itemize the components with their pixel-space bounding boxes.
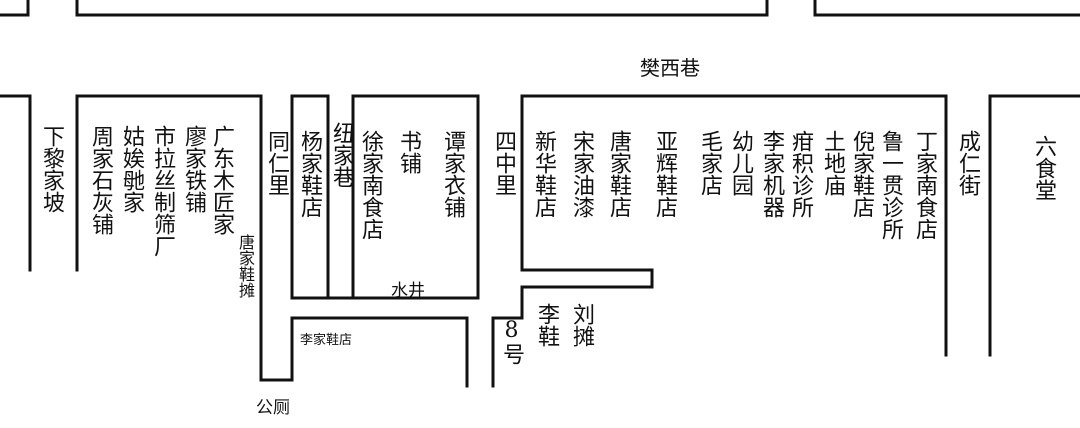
place-tanjia-clothing: 谭家衣铺 xyxy=(440,130,465,218)
place-yahui-shoe-store: 亚辉鞋店 xyxy=(652,130,677,218)
block-east-outline xyxy=(520,94,948,357)
street-label-fanxi-lane: 樊西巷 xyxy=(640,56,700,80)
place-xinhua-shoe-store: 新华鞋店 xyxy=(531,130,556,218)
place-lijia-machinery: 李家机器 xyxy=(759,130,784,218)
place-gudi-zijia: 姑娭毑家 xyxy=(119,125,144,213)
block-east-lower xyxy=(491,94,654,388)
place-tangjia-shoe-store: 唐家鞋店 xyxy=(606,130,631,218)
place-zhoujia-lime-shop: 周家石灰铺 xyxy=(88,125,113,235)
street-label-sizhong-li: 四中里 xyxy=(491,130,516,196)
place-sixth-canteen: 六食堂 xyxy=(1031,135,1056,201)
place-jiji-clinic: 疳积诊所 xyxy=(788,130,813,218)
block-top-right-edge xyxy=(813,0,1080,17)
place-guangdong-carpenter: 广东木匠家 xyxy=(209,125,234,235)
block-top-left-edge xyxy=(0,0,30,17)
place-li-shoe: 李鞋 xyxy=(534,303,559,347)
place-dingjia-southern-food: 丁家南食店 xyxy=(912,130,937,240)
block-left-edge xyxy=(0,94,32,272)
place-maojia-store: 毛家店 xyxy=(697,130,722,196)
place-liu-stall: 刘摊 xyxy=(569,303,594,347)
street-label-tongren-li: 同仁里 xyxy=(264,130,289,196)
place-no8: 8号 xyxy=(499,318,524,365)
street-label-chengren-street: 成仁街 xyxy=(955,130,980,196)
place-xujia-southern-food: 徐家南食店 xyxy=(358,130,383,240)
place-nijia-shoe-store: 倪家鞋店 xyxy=(849,130,874,218)
place-bookshop: 书铺 xyxy=(396,130,421,174)
place-yangjia-shoe-store: 杨家鞋店 xyxy=(297,130,322,218)
place-city-silk-sieve-factory: 市拉丝制筛厂 xyxy=(150,125,175,257)
street-label-xiali-jiapo: 下黎家坡 xyxy=(39,125,64,213)
place-kindergarten: 幼儿园 xyxy=(728,130,753,196)
place-tudi-temple: 土地庙 xyxy=(820,130,845,196)
place-tangjia-shoe-stall: 唐家鞋摊 xyxy=(236,234,255,298)
street-label-niujia-lane: 纽家巷 xyxy=(329,122,354,188)
place-lu-yiguan-clinic: 鲁一贯诊所 xyxy=(878,130,903,240)
block-west-outline xyxy=(75,94,469,388)
place-songjia-paint: 宋家油漆 xyxy=(569,130,594,218)
place-lijia-shoe-store: 李家鞋店 xyxy=(300,333,353,348)
block-xujia xyxy=(290,94,480,300)
place-public-toilet: 公厕 xyxy=(256,398,290,418)
place-liaojia-iron-shop: 廖家铁铺 xyxy=(181,125,206,213)
block-top-center-edge xyxy=(75,0,769,17)
place-water-well: 水井 xyxy=(391,281,425,301)
block-far-east xyxy=(988,94,1080,357)
